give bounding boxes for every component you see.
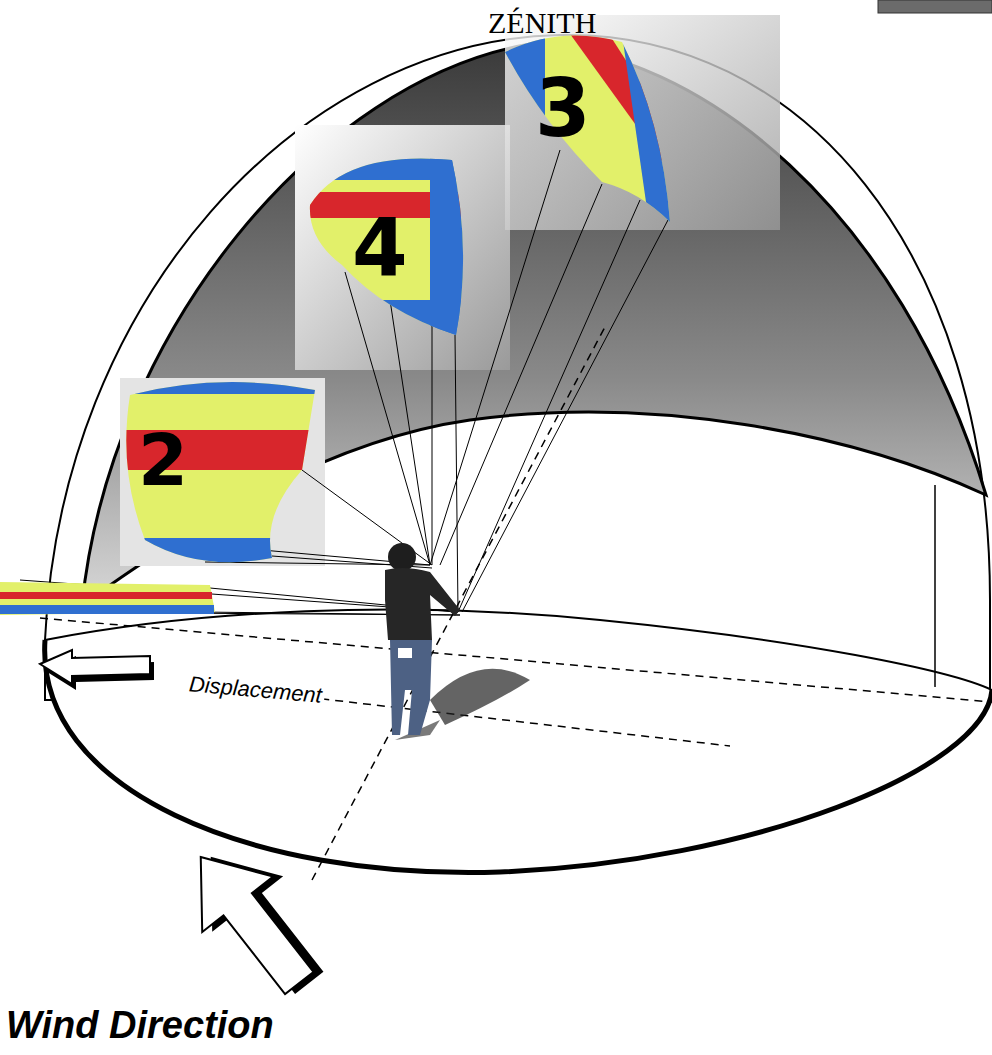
- callout-number: 4: [352, 202, 408, 295]
- callout-number: 2: [138, 418, 188, 502]
- callout-number: 3: [535, 62, 591, 155]
- zenith-label: ZÉNITH: [488, 6, 596, 40]
- wind-label: Wind Direction: [6, 1004, 274, 1047]
